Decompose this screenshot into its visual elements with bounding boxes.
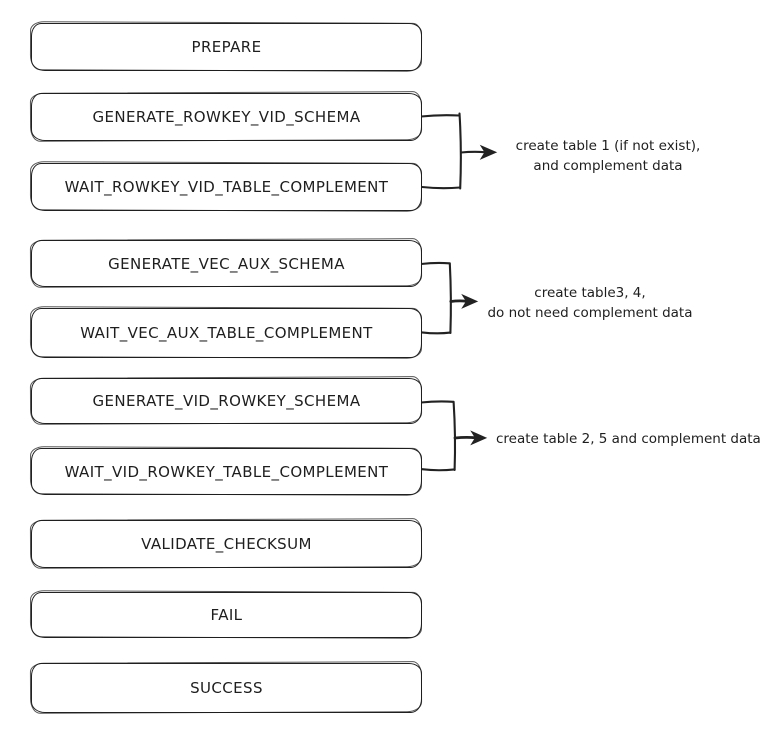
state-generate-vid-rowkey-schema: GENERATE_VID_ROWKEY_SCHEMA xyxy=(31,378,422,424)
state-label: WAIT_VEC_AUX_TABLE_COMPLEMENT xyxy=(80,324,373,342)
state-label: WAIT_ROWKEY_VID_TABLE_COMPLEMENT xyxy=(64,178,389,196)
state-fail: FAIL xyxy=(31,592,422,638)
state-label: GENERATE_VID_ROWKEY_SCHEMA xyxy=(92,392,361,410)
state-label: SUCCESS xyxy=(190,679,263,697)
annotation-create-table-3-4: create table3, 4, do not need complement… xyxy=(470,283,710,323)
state-label: GENERATE_VEC_AUX_SCHEMA xyxy=(108,254,345,273)
state-label: GENERATE_ROWKEY_VID_SCHEMA xyxy=(92,108,361,126)
state-validate-checksum: VALIDATE_CHECKSUM xyxy=(31,520,422,568)
state-label: PREPARE xyxy=(191,38,262,56)
annotation-create-table-1: create table 1 (if not exist), and compl… xyxy=(498,136,718,176)
state-label: VALIDATE_CHECKSUM xyxy=(141,535,312,553)
state-success: SUCCESS xyxy=(31,663,422,713)
annotation-line: create table 1 (if not exist), xyxy=(515,138,701,154)
connector-bracket-rowkey-vid xyxy=(419,112,498,190)
state-prepare: PREPARE xyxy=(31,23,422,71)
state-label: WAIT_VID_ROWKEY_TABLE_COMPLEMENT xyxy=(64,462,389,481)
state-wait-vid-rowkey-table-complement: WAIT_VID_ROWKEY_TABLE_COMPLEMENT xyxy=(31,448,422,495)
connector-bracket-vec-aux xyxy=(419,261,479,335)
state-wait-vec-aux-table-complement: WAIT_VEC_AUX_TABLE_COMPLEMENT xyxy=(31,308,422,358)
annotation-line: do not need complement data xyxy=(487,305,693,321)
annotation-create-table-2-5: create table 2, 5 and complement data xyxy=(496,429,761,449)
arrow-head-icon xyxy=(461,293,479,309)
annotation-line: create table3, 4, xyxy=(534,285,646,301)
state-label: FAIL xyxy=(210,606,243,624)
connector-arrow-line xyxy=(459,150,488,154)
connector-bracket-vid-rowkey xyxy=(419,400,488,472)
state-wait-rowkey-vid-table-complement: WAIT_ROWKEY_VID_TABLE_COMPLEMENT xyxy=(31,163,422,211)
connector-arrow-line xyxy=(453,435,478,440)
arrow-head-icon xyxy=(479,144,498,160)
arrow-head-icon xyxy=(470,430,488,446)
state-generate-vec-aux-schema: GENERATE_VEC_AUX_SCHEMA xyxy=(31,240,422,287)
connector-arrow-line xyxy=(449,299,469,303)
annotation-line: and complement data xyxy=(533,158,683,174)
state-generate-rowkey-vid-schema: GENERATE_ROWKEY_VID_SCHEMA xyxy=(31,93,422,141)
annotation-line: create table 2, 5 and complement data xyxy=(496,431,761,447)
